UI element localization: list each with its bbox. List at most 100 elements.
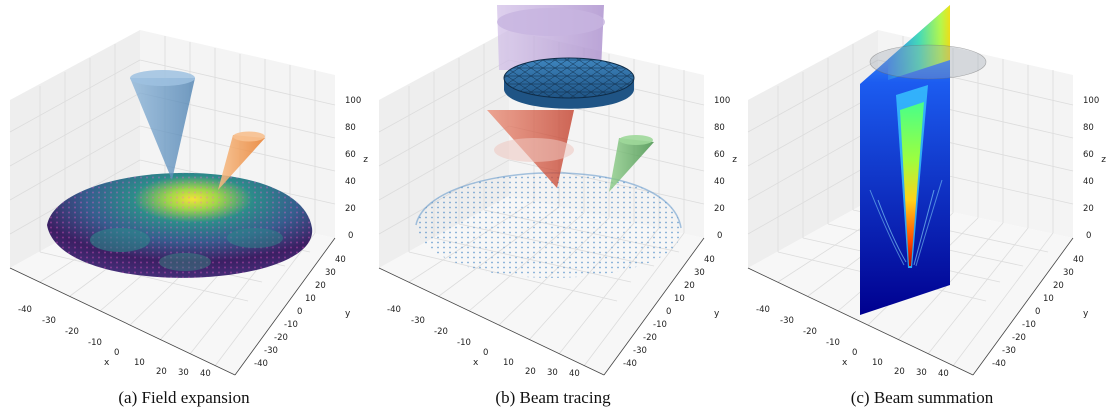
x-tick: -20 <box>803 327 817 337</box>
y-tick: 0 <box>297 307 302 317</box>
beam-cone-orange <box>218 131 265 190</box>
x-tick: 20 <box>156 367 167 377</box>
plot-beam-tracing: 100 80 60 40 20 0 z -40 -30 -20 -10 0 10… <box>378 5 737 379</box>
x-axis-label: x <box>104 358 110 368</box>
z-axis-label: z <box>732 155 737 165</box>
y-tick: -20 <box>1012 333 1026 343</box>
field-slice <box>860 5 950 315</box>
aperture-disk-ghost <box>869 44 987 80</box>
panel-beam-summation: 100 80 60 40 20 0 z -40 -30 -20 -10 0 10… <box>738 0 1106 418</box>
z-tick: 80 <box>1083 123 1094 133</box>
x-tick: 30 <box>916 368 927 378</box>
y-tick: 20 <box>684 281 695 291</box>
x-axis-ticks: -40 -30 -20 -10 0 10 20 30 40 x <box>18 305 211 379</box>
y-tick: 0 <box>666 307 671 317</box>
y-axis-ticks: 40 30 20 10 0 -10 -20 -30 -40 y <box>992 255 1089 369</box>
caption-beam-tracing: (b) Beam tracing <box>495 388 611 407</box>
x-tick: -30 <box>780 316 794 326</box>
floor-edges <box>747 237 1074 376</box>
z-tick: 0 <box>717 231 722 241</box>
panel-field-expansion: 100 80 60 40 20 0 z -40 -30 -20 -10 0 10… <box>0 0 368 418</box>
z-axis-ticks: 100 80 60 40 20 0 z <box>345 96 368 241</box>
z-axis-ticks: 100 80 60 40 20 0 z <box>714 96 737 241</box>
x-tick: 20 <box>894 367 905 377</box>
x-tick: 40 <box>569 369 580 379</box>
x-axis-ticks: -40 -30 -20 -10 0 10 20 30 40 x <box>387 305 580 379</box>
z-tick: 100 <box>1083 96 1099 106</box>
beam-cone-blue <box>130 70 195 180</box>
x-tick: 20 <box>525 367 536 377</box>
y-axis-label: y <box>714 309 720 319</box>
z-tick: 80 <box>345 123 356 133</box>
y-tick: -20 <box>643 333 657 343</box>
field-dome <box>47 172 313 278</box>
x-tick: 10 <box>134 358 145 368</box>
plot-field-expansion: 100 80 60 40 20 0 z -40 -30 -20 -10 0 10… <box>9 30 368 379</box>
caption-beam-summation: (c) Beam summation <box>850 388 994 407</box>
y-tick: 40 <box>704 255 715 265</box>
z-tick: 80 <box>714 123 725 133</box>
z-tick: 40 <box>714 177 725 187</box>
y-axis-ticks: 40 30 20 10 0 -10 -20 -30 -40 y <box>254 255 351 369</box>
z-tick: 60 <box>714 150 725 160</box>
y-tick: -10 <box>1022 320 1036 330</box>
x-axis-label: x <box>473 358 479 368</box>
beam-cone-purple <box>497 5 605 70</box>
x-tick: -10 <box>457 338 471 348</box>
y-tick: -40 <box>992 359 1006 369</box>
z-tick: 60 <box>1083 150 1094 160</box>
y-tick: -30 <box>633 346 647 356</box>
z-tick: 20 <box>345 204 356 214</box>
plot-beam-summation: 100 80 60 40 20 0 z -40 -30 -20 -10 0 10… <box>747 5 1106 379</box>
x-tick: 40 <box>200 369 211 379</box>
y-tick: -10 <box>284 320 298 330</box>
x-tick: 0 <box>852 348 857 358</box>
y-tick: -30 <box>264 346 278 356</box>
floor-edges <box>9 237 336 376</box>
caption-field-expansion: (a) Field expansion <box>118 388 250 407</box>
x-tick: 10 <box>503 358 514 368</box>
y-tick: -40 <box>623 359 637 369</box>
y-tick: 10 <box>674 294 685 304</box>
y-tick: -30 <box>1002 346 1016 356</box>
y-tick: -40 <box>254 359 268 369</box>
z-tick: 100 <box>345 96 361 106</box>
z-tick: 60 <box>345 150 356 160</box>
x-tick: -20 <box>65 327 79 337</box>
y-tick: 10 <box>1043 294 1054 304</box>
x-tick: -30 <box>411 316 425 326</box>
y-tick: 40 <box>335 255 346 265</box>
x-tick: -30 <box>42 316 56 326</box>
point-cloud-dome <box>415 172 682 278</box>
z-tick: 100 <box>714 96 730 106</box>
x-tick: -40 <box>756 305 770 315</box>
x-tick: 30 <box>547 368 558 378</box>
y-tick: 30 <box>325 268 336 278</box>
z-tick: 40 <box>345 177 356 187</box>
x-tick: -40 <box>18 305 32 315</box>
y-tick: 20 <box>1053 281 1064 291</box>
y-axis-ticks: 40 30 20 10 0 -10 -20 -30 -40 y <box>623 255 720 369</box>
z-tick: 0 <box>1086 231 1091 241</box>
z-tick: 20 <box>714 204 725 214</box>
z-tick: 0 <box>348 231 353 241</box>
z-axis-label: z <box>363 155 368 165</box>
y-tick: -20 <box>274 333 288 343</box>
beam-cone-red-lower <box>494 138 574 162</box>
y-axis-label: y <box>1083 309 1089 319</box>
floor-edges <box>378 237 705 376</box>
x-tick: -10 <box>826 338 840 348</box>
y-tick: 0 <box>1035 307 1040 317</box>
x-tick: 0 <box>483 348 488 358</box>
y-tick: 30 <box>694 268 705 278</box>
aperture-disk <box>503 57 635 109</box>
x-axis-ticks: -40 -30 -20 -10 0 10 20 30 40 x <box>756 305 949 379</box>
y-tick: -10 <box>653 320 667 330</box>
y-tick: 10 <box>305 294 316 304</box>
x-tick: -20 <box>434 327 448 337</box>
y-tick: 40 <box>1073 255 1084 265</box>
y-tick: 20 <box>315 281 326 291</box>
x-tick: 40 <box>938 369 949 379</box>
z-axis-label: z <box>1101 155 1106 165</box>
x-tick: -40 <box>387 305 401 315</box>
